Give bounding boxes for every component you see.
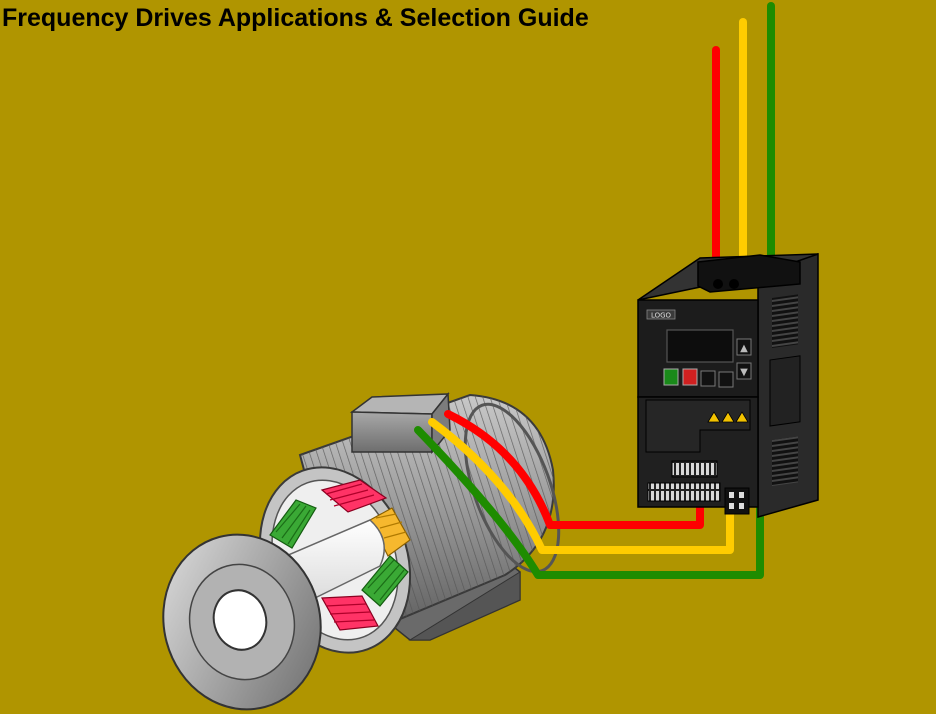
stator-coils	[269, 479, 411, 631]
up-button[interactable]	[736, 338, 752, 356]
output-terminal-block	[724, 487, 750, 515]
control-terminals	[671, 460, 718, 478]
power-terminals	[647, 482, 721, 502]
warning-icon	[707, 411, 749, 423]
stop-button[interactable]	[682, 368, 698, 386]
page-title: Frequency Drives Applications & Selectio…	[2, 4, 589, 32]
output-v-yellow	[428, 418, 734, 554]
side-vent-lower	[772, 436, 798, 486]
drive-display	[666, 329, 734, 363]
drive-logo-plate	[646, 309, 676, 320]
side-vent-upper	[772, 294, 798, 348]
start-button[interactable]	[663, 368, 679, 386]
output-u-green	[414, 426, 764, 579]
frequency-drive: LOGO ▲ ▼	[637, 253, 819, 518]
down-arrow-icon: ▼	[740, 367, 748, 378]
end-cap	[162, 533, 322, 711]
three-phase-cables	[414, 2, 775, 579]
shaft-bore	[212, 589, 268, 651]
power-input-connector	[697, 254, 801, 293]
up-arrow-icon: ▲	[740, 343, 748, 354]
function-button-2[interactable]	[718, 371, 734, 388]
drive-logo-text: LOGO	[651, 312, 672, 320]
induction-motor	[162, 391, 561, 711]
function-button-1[interactable]	[700, 370, 716, 387]
output-w-red	[444, 410, 704, 529]
down-button[interactable]	[736, 362, 752, 380]
terminal-box	[349, 391, 451, 455]
